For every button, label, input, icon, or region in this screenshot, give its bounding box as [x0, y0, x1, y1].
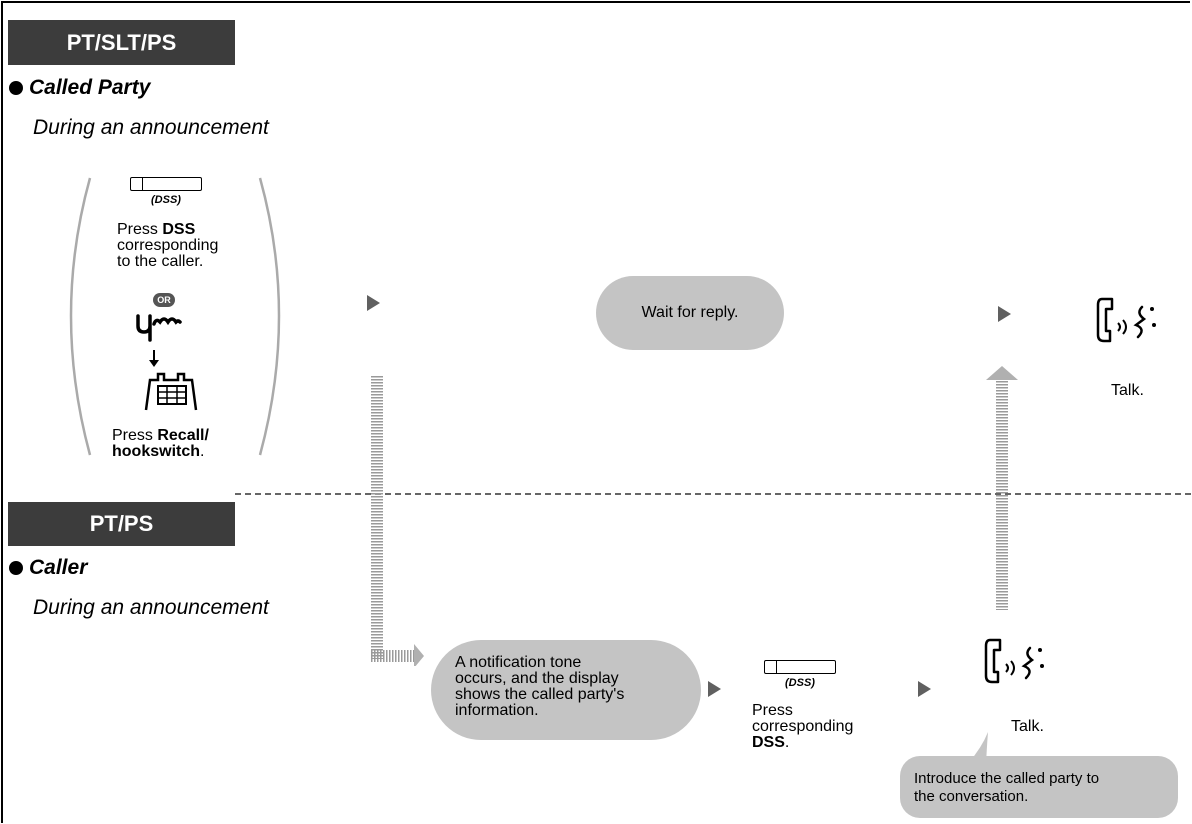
notification-line3: shows the called party's — [455, 686, 625, 703]
notification-bubble: A notification tone occurs, and the disp… — [431, 640, 701, 740]
talk-handset-icon — [984, 638, 1044, 684]
notification-line2: occurs, and the display — [455, 670, 619, 687]
introduce-line2: the conversation. — [914, 788, 1029, 805]
recall-bold: Recall/ — [157, 427, 209, 444]
finger-press-icon — [136, 314, 182, 342]
section-header-top: PT/SLT/PS — [8, 20, 235, 65]
dss-label-top: (DSS) — [151, 194, 181, 206]
wait-text: Wait for reply. — [641, 304, 739, 321]
hatched-connector-arrow — [371, 376, 424, 666]
down-arrow-icon — [149, 350, 159, 367]
recall-press-text: Press — [112, 427, 158, 444]
recall-period: . — [200, 443, 205, 460]
press-dss-bold: DSS — [752, 734, 785, 751]
dss-button-icon — [130, 177, 202, 191]
right-triangle-arrow — [918, 681, 931, 697]
bullet-icon — [9, 81, 23, 95]
talk-handset-icon — [1096, 297, 1156, 343]
hookswitch-bold: hookswitch — [112, 443, 201, 460]
press-line1: Press — [752, 702, 793, 719]
right-triangle-arrow — [708, 681, 721, 697]
parentheses-group — [69, 177, 281, 456]
dss-line2: corresponding — [117, 237, 219, 254]
press-line2: corresponding — [752, 718, 854, 735]
recall-instruction: Press Recall/ hookswitch. — [112, 428, 209, 460]
notification-line1: A notification tone — [455, 654, 582, 671]
condition-bottom: During an announcement — [33, 596, 269, 619]
section-header-bottom: PT/PS — [8, 502, 235, 546]
hookswitch-phone-icon — [144, 372, 198, 411]
talk-text-bottom: Talk. — [1011, 718, 1044, 735]
dss-label-bottom: (DSS) — [785, 677, 815, 689]
dss-button-icon — [764, 660, 836, 674]
party-called-label: Called Party — [29, 76, 151, 99]
right-triangle-arrow — [998, 306, 1011, 322]
talk-text-top: Talk. — [1111, 382, 1144, 399]
bullet-icon — [9, 561, 23, 575]
dss-instruction: Press DSS corresponding to the caller. — [117, 222, 218, 270]
party-caller-label: Caller — [29, 556, 88, 579]
right-triangle-arrow — [367, 295, 380, 311]
press-dss-instruction: Press corresponding DSS. — [752, 703, 853, 751]
party-caller: Caller — [9, 556, 87, 580]
dss-line3: to the caller. — [117, 253, 204, 270]
notification-line4: information. — [455, 702, 539, 719]
condition-top: During an announcement — [33, 116, 269, 139]
party-called: Called Party — [9, 76, 150, 100]
hatched-connector-arrow — [986, 366, 1018, 610]
dss-press-bold: DSS — [162, 221, 196, 238]
press-period: . — [784, 734, 790, 751]
wait-bubble: Wait for reply. — [596, 276, 784, 350]
dss-press-text: Press — [117, 221, 163, 238]
or-badge: OR — [153, 293, 175, 307]
introduce-line1: Introduce the called party to — [914, 770, 1100, 787]
introduce-bubble: Introduce the called party to the conver… — [900, 756, 1178, 818]
